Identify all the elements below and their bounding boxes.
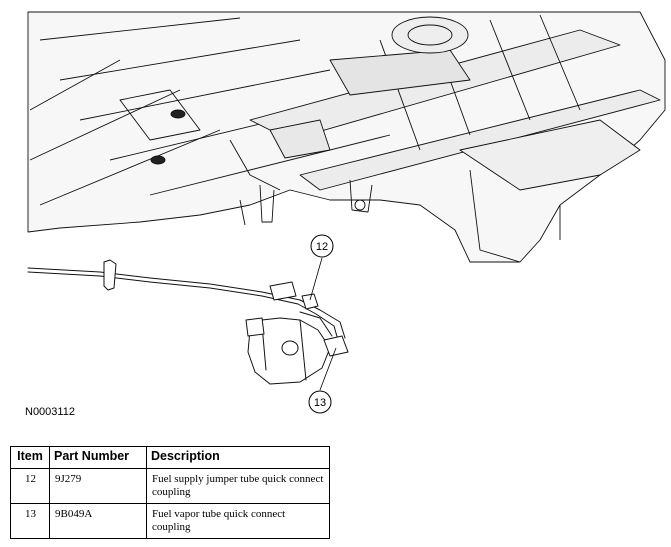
header-part-number: Part Number <box>49 446 147 469</box>
vehicle-underbody-illustration: 12 13 <box>27 11 666 414</box>
header-item: Item <box>10 446 50 469</box>
cell-item: 12 <box>10 468 50 504</box>
callout-13: 13 <box>308 347 337 414</box>
callout-12-label: 12 <box>316 241 328 253</box>
callout-12: 12 <box>309 234 334 301</box>
parts-table: Item Part Number Description 12 9J279 Fu… <box>10 446 330 539</box>
figure-id: N0003112 <box>25 406 75 418</box>
cell-part-number: 9J279 <box>49 468 147 504</box>
table-row: 13 9B049A Fuel vapor tube quick connect … <box>10 503 330 539</box>
cell-part-number: 9B049A <box>49 503 147 539</box>
table-header-row: Item Part Number Description <box>10 446 330 469</box>
callout-13-label: 13 <box>314 397 326 409</box>
cell-description: Fuel vapor tube quick connect coupling <box>146 503 330 539</box>
cell-description: Fuel supply jumper tube quick connect co… <box>146 468 330 504</box>
table-row: 12 9J279 Fuel supply jumper tube quick c… <box>10 468 330 504</box>
cell-item: 13 <box>10 503 50 539</box>
header-description: Description <box>146 446 330 469</box>
